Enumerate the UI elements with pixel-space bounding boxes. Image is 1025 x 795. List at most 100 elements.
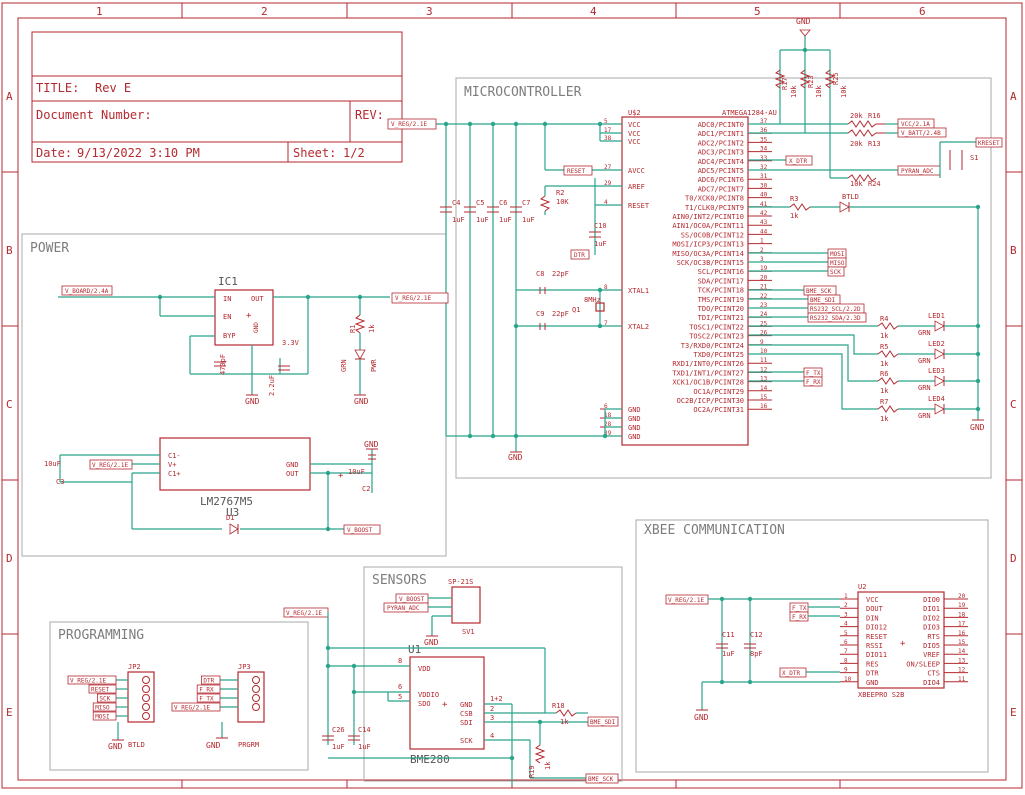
mcu-pin-number: 19 <box>760 265 768 272</box>
capacitor-c9: C9 22pF <box>536 310 569 330</box>
mcu-u2: U$2 ATMEGA1284-AU VCC5VCC17VCC38AVCC27AR… <box>600 109 777 446</box>
xbee-pin-name: RTS <box>927 633 940 641</box>
r18-value: 1k <box>560 718 569 726</box>
mcu-pin-number: 27 <box>604 164 612 171</box>
sensor-wires: V_REG/2.1E 1+2 2 3 4 8 6 5 R18 1k <box>283 607 619 785</box>
mcu-pin-number: 36 <box>760 127 768 134</box>
sensor-header-sv1: SP-21S SV1 V_BOOST PYRAN_ADC GND <box>383 578 481 647</box>
mcu-pin-name: XTAL1 <box>628 287 649 295</box>
mcu-pin-name: ADC5/PCINT5 <box>698 167 744 175</box>
u1-sdi-pin: SDI <box>460 719 473 727</box>
u3-ref: U3 <box>226 506 239 519</box>
xbee-pin-number: 14 <box>958 648 966 655</box>
mcu-pin-name: ADC2/PCINT2 <box>698 139 744 147</box>
jp2-pin-label: V_REG/2.1E <box>70 678 107 685</box>
mcu-supply-wires <box>436 121 622 452</box>
capacitor-470pf: 470pF <box>214 354 227 375</box>
mcu-pin-name: VCC <box>628 121 641 129</box>
xbee-pin-number: 1 <box>844 593 848 600</box>
xbee-pin-name: RESET <box>866 633 888 641</box>
xbee-pin-name: DIO3 <box>923 624 940 632</box>
jp3-ref: JP3 <box>238 663 251 671</box>
c6-value: 1uF <box>499 216 512 224</box>
mcu-pin-name: TDI/PCINT21 <box>698 314 744 322</box>
mcu-pin-name: AVCC <box>628 167 645 175</box>
q1-ref: Q1 <box>572 306 580 314</box>
sv1-ref: SV1 <box>462 628 475 636</box>
mcu-pin-number: 6 <box>604 403 608 410</box>
zone-title-xbee: XBEE COMMUNICATION <box>644 523 785 538</box>
mcu-pin-number: 16 <box>760 403 768 410</box>
mcu-pin-name: MOSI/ICP3/PCINT13 <box>672 241 744 249</box>
grid-row-b-right: B <box>1010 244 1017 257</box>
jp2-pin-label: MISO <box>95 705 110 712</box>
u1-csb-pin: CSB <box>460 710 473 718</box>
c12-value: 8pF <box>750 650 763 658</box>
mcu-pin-number: 20 <box>760 274 768 281</box>
grid-row-b: B <box>6 244 13 257</box>
mcu-pin-number: 3 <box>760 256 764 263</box>
xdtr-net-label: X_DTR <box>789 158 807 165</box>
xbee-pin-name: DIO5 <box>923 642 940 650</box>
pullups-top: R17 R23 R25 10k 10k 10k GND <box>774 17 848 170</box>
mcu-pin-name: XCK1/OC1B/PCINT28 <box>672 379 744 387</box>
mcu-pin-number: 15 <box>760 394 768 401</box>
bme-sck-label-sensors: BME_SCK <box>588 776 614 783</box>
xbee-pin-number: 6 <box>844 639 848 646</box>
xbee-pin-name: ON/SLEEP <box>906 660 940 668</box>
xbee-pin-name: VREF <box>923 651 940 659</box>
led-color: GRN <box>918 384 931 392</box>
led-label: LED3 <box>928 367 945 375</box>
r16-ref: R16 <box>868 112 881 120</box>
u3-c1p-pin: C1+ <box>168 470 181 478</box>
zone-title-power: POWER <box>30 241 69 256</box>
ic1-ref: IC1 <box>218 275 238 288</box>
mcu-pin-number: 42 <box>760 210 768 217</box>
sheet-value: 1/2 <box>343 146 365 160</box>
capacitor-c8: C8 22pF <box>536 270 569 294</box>
mcu-pin-number: 25 <box>760 320 768 327</box>
pwr-led-label: PWR <box>370 359 378 372</box>
xbee-pin-number: 3 <box>844 611 848 618</box>
r19-value: 1k <box>544 761 552 770</box>
mcu-pin-number: 5 <box>604 118 608 125</box>
c26-ref: C26 <box>332 726 345 734</box>
u3-c1m-pin: C1- <box>168 452 181 460</box>
vreg-label-power: V_REG/2.1E <box>395 295 432 302</box>
r24-value: 10k <box>850 180 863 188</box>
grid-row-a: A <box>6 90 13 103</box>
gnd-label-jp2: GND <box>108 742 123 751</box>
u3-gnd-pin: GND <box>286 461 299 469</box>
u1-pin-2: 2 <box>490 705 494 713</box>
led-label: LED2 <box>928 340 945 348</box>
c7-ref: C7 <box>522 199 530 207</box>
u3-vp-pin: V+ <box>168 461 176 469</box>
frx-label-xbee: F_RX <box>792 614 807 621</box>
u1-pin-1-2: 1+2 <box>490 695 503 703</box>
vreg-label-u3: V_REG/2.1E <box>92 462 129 469</box>
charge-pump-u3: C1- V+ C1+ GND OUT LM2767M5 U3 + GND V_R… <box>44 437 381 535</box>
xbee-pin-name: DIO4 <box>923 679 940 687</box>
mcu-pin-number: 13 <box>760 376 768 383</box>
r19-ref: R19 <box>528 765 536 778</box>
capacitor-c4: C4 1uF <box>440 199 465 224</box>
vreg-label-sensors: V_REG/2.1E <box>286 610 323 617</box>
xbee-pin-name: GND <box>866 679 879 687</box>
xbee-pin-name: DIO11 <box>866 651 887 659</box>
vboard-net-label: V_BOARD/2.4A <box>65 288 109 295</box>
mcu-ref: U$2 <box>628 109 641 117</box>
xbee-pin-name: DIO0 <box>923 596 940 604</box>
u1-gnd-pin: GND <box>460 701 473 709</box>
grid-col-5: 5 <box>754 5 761 18</box>
mcu-pin-name: MISO/OC3A/PCINT14 <box>672 250 744 258</box>
r17-label: R17 <box>781 77 789 90</box>
vbatt-net-label: V_BATT/2.4B <box>901 130 941 137</box>
zone-title-programming: PROGRAMMING <box>58 628 144 643</box>
grid-labels: 1 2 3 4 5 6 A B C D E A B C D E <box>6 5 1017 719</box>
xbee-pin-number: 16 <box>958 630 966 637</box>
u2-ref: U2 <box>858 583 866 591</box>
led-label: LED1 <box>928 312 945 320</box>
mcu-pin-name: SCL/PCINT16 <box>698 268 744 276</box>
xbee-pin-number: 8 <box>844 657 848 664</box>
mcu-pin-number: 44 <box>760 228 768 235</box>
